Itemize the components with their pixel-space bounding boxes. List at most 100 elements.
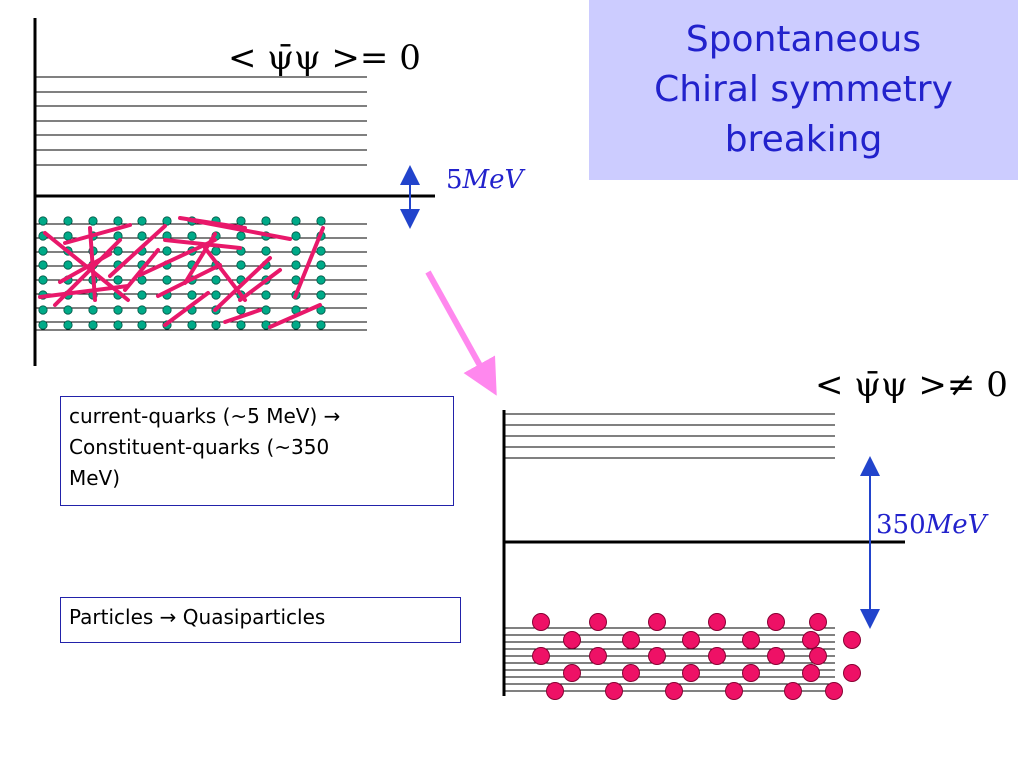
- green-dot: [38, 305, 48, 315]
- green-dot: [236, 216, 246, 226]
- pink-dot: [742, 631, 760, 649]
- green-dot: [63, 305, 73, 315]
- bottom-condensate-label: < ψ̄ψ >≠ 0: [815, 365, 1008, 405]
- pink-dot: [546, 682, 564, 700]
- green-dot: [162, 305, 172, 315]
- bottom-gap-unit: MeV: [925, 510, 987, 540]
- green-dot: [137, 305, 147, 315]
- pink-dot: [589, 613, 607, 631]
- bottom-gap-label: 350MeV: [876, 510, 986, 540]
- green-dot: [316, 290, 326, 300]
- green-dot: [316, 275, 326, 285]
- quasiparticle-box: Particles → Quasiparticles: [60, 597, 461, 643]
- green-dot: [261, 305, 271, 315]
- green-dot: [113, 305, 123, 315]
- green-dot: [236, 231, 246, 241]
- green-dot: [261, 246, 271, 256]
- pink-dot: [809, 613, 827, 631]
- pink-dot: [843, 664, 861, 682]
- pink-dot: [802, 631, 820, 649]
- green-dot: [38, 246, 48, 256]
- green-dot: [211, 320, 221, 330]
- green-dot: [316, 246, 326, 256]
- pink-dot: [665, 682, 683, 700]
- quark-mass-line-1: current-quarks (~5 MeV) →: [69, 404, 341, 428]
- green-dot: [187, 231, 197, 241]
- green-dot: [137, 275, 147, 285]
- pink-dot: [605, 682, 623, 700]
- pink-dot: [767, 613, 785, 631]
- green-dot: [187, 290, 197, 300]
- pink-dot: [563, 664, 581, 682]
- transition-arrow: [425, 270, 497, 396]
- pink-dot: [725, 682, 743, 700]
- pink-quasiparticle-dots: [532, 613, 861, 700]
- pink-dot: [682, 664, 700, 682]
- green-dot: [137, 320, 147, 330]
- pink-dot: [532, 613, 550, 631]
- green-dot: [291, 231, 301, 241]
- red-pairing-lines: [38, 216, 325, 329]
- quark-mass-line-3: MeV): [69, 466, 121, 490]
- quark-mass-box: current-quarks (~5 MeV) → Constituent-qu…: [60, 396, 454, 506]
- quasiparticle-text: Particles → Quasiparticles: [69, 605, 326, 629]
- green-dot: [162, 275, 172, 285]
- top-upper-levels: [35, 76, 367, 166]
- pink-dot: [682, 631, 700, 649]
- pink-dot: [622, 664, 640, 682]
- quark-mass-line-2: Constituent-quarks (~350: [69, 435, 330, 459]
- green-dot: [211, 275, 221, 285]
- pink-dot: [708, 647, 726, 665]
- green-dot: [137, 231, 147, 241]
- green-dot: [211, 246, 221, 256]
- green-dot: [113, 246, 123, 256]
- green-dot: [316, 216, 326, 226]
- pink-dot: [809, 647, 827, 665]
- bottom-upper-levels: [504, 413, 835, 459]
- pink-dot: [802, 664, 820, 682]
- pink-dot: [825, 682, 843, 700]
- top-gap-unit: MeV: [462, 165, 524, 195]
- green-dot: [63, 216, 73, 226]
- green-dot: [261, 290, 271, 300]
- green-dot: [63, 320, 73, 330]
- green-dot: [63, 231, 73, 241]
- green-dot: [316, 260, 326, 270]
- green-dot: [162, 216, 172, 226]
- green-dot: [137, 290, 147, 300]
- green-dot: [88, 216, 98, 226]
- green-dot: [162, 246, 172, 256]
- title-box: Spontaneous Chiral symmetry breaking: [589, 0, 1018, 180]
- green-dot: [38, 275, 48, 285]
- green-dot: [236, 320, 246, 330]
- green-dot: [38, 320, 48, 330]
- bottom-energy-diagram: [502, 410, 905, 700]
- green-dot: [316, 320, 326, 330]
- top-gap-value: 5: [446, 165, 463, 195]
- green-dot: [187, 320, 197, 330]
- title-line-1: Spontaneous: [685, 19, 922, 60]
- green-dot: [113, 275, 123, 285]
- green-dot: [113, 320, 123, 330]
- pink-dot: [648, 613, 666, 631]
- green-dot: [261, 216, 271, 226]
- top-condensate-label: < ψ̄ψ >= 0: [228, 38, 421, 78]
- green-dot: [38, 260, 48, 270]
- top-gap-label: 5MeV: [446, 165, 523, 195]
- pink-dot: [742, 664, 760, 682]
- green-dot: [291, 246, 301, 256]
- green-dot: [291, 320, 301, 330]
- green-dot: [211, 290, 221, 300]
- bottom-lower-levels: [504, 627, 835, 692]
- pink-dot: [708, 613, 726, 631]
- pink-dot: [589, 647, 607, 665]
- pink-dot: [767, 647, 785, 665]
- pink-dot: [532, 647, 550, 665]
- green-dot: [236, 305, 246, 315]
- green-dot: [88, 305, 98, 315]
- green-dot: [63, 260, 73, 270]
- green-dot: [291, 216, 301, 226]
- pink-dot: [563, 631, 581, 649]
- green-dot: [88, 320, 98, 330]
